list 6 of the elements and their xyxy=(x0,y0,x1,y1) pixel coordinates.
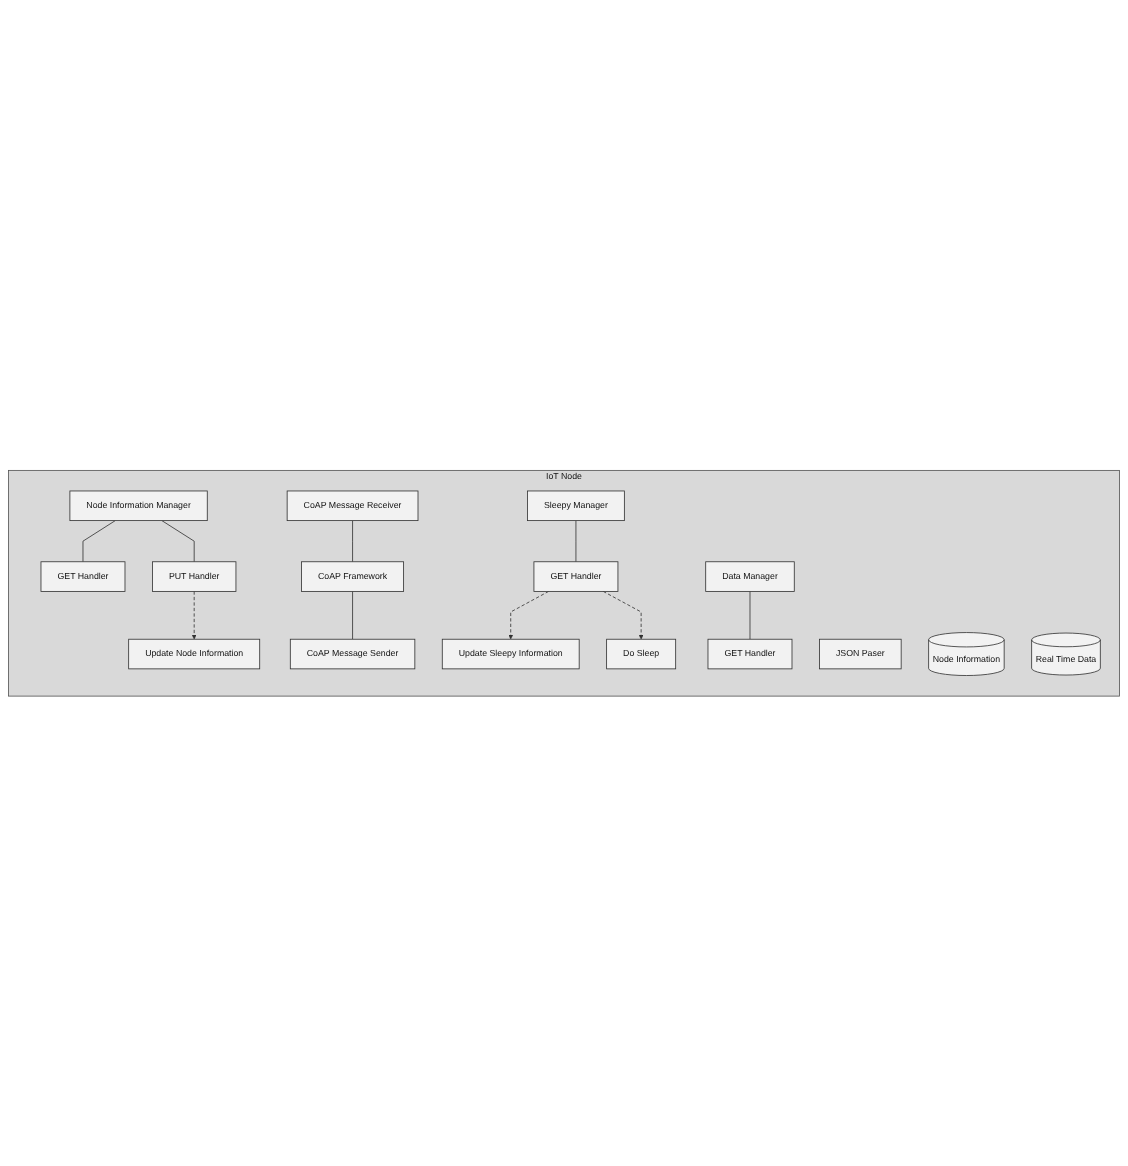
connector xyxy=(82,519,116,562)
connector xyxy=(352,519,353,562)
connector xyxy=(749,590,751,640)
connector xyxy=(352,590,353,640)
connector xyxy=(161,519,195,562)
connector xyxy=(575,519,577,562)
